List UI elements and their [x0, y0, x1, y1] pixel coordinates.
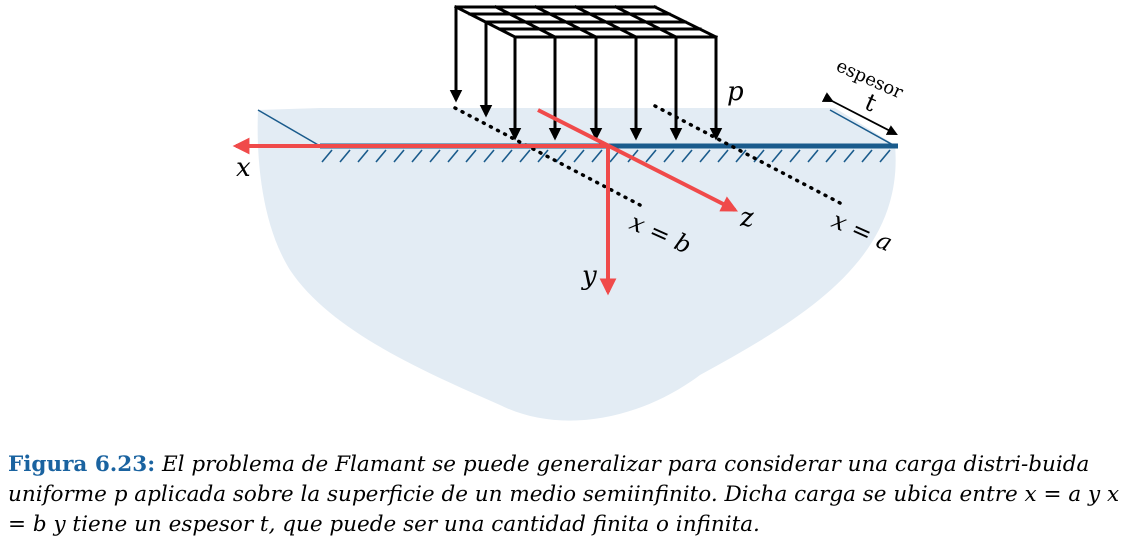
load-arrows: [449, 7, 723, 141]
flamant-distributed-load-diagram: x y z p espesor t x = b x = a: [232, 4, 906, 421]
line-x-equals-a: [653, 104, 842, 205]
x-axis-label: x: [236, 153, 251, 183]
thickness-symbol: t: [861, 88, 882, 118]
thickness-dimension-arrow: [821, 92, 898, 135]
figure-caption: Figura 6.23: El problema de Flamant se p…: [8, 450, 1124, 540]
surface-hatching: [321, 149, 891, 163]
caption-label: Figura 6.23:: [8, 452, 156, 477]
coordinate-axes: [232, 108, 738, 296]
z-axis-arrow: [537, 108, 738, 212]
load-label: p: [727, 77, 744, 107]
line-x-equals-b: [453, 106, 642, 207]
z-axis-label: z: [739, 203, 754, 233]
y-axis-label: y: [581, 261, 597, 291]
load-grid: [453, 4, 719, 40]
semi-infinite-medium: [257, 108, 896, 421]
caption-text: El problema de Flamant se puede generali…: [8, 452, 1120, 537]
medium-left-edge: [257, 109, 321, 147]
